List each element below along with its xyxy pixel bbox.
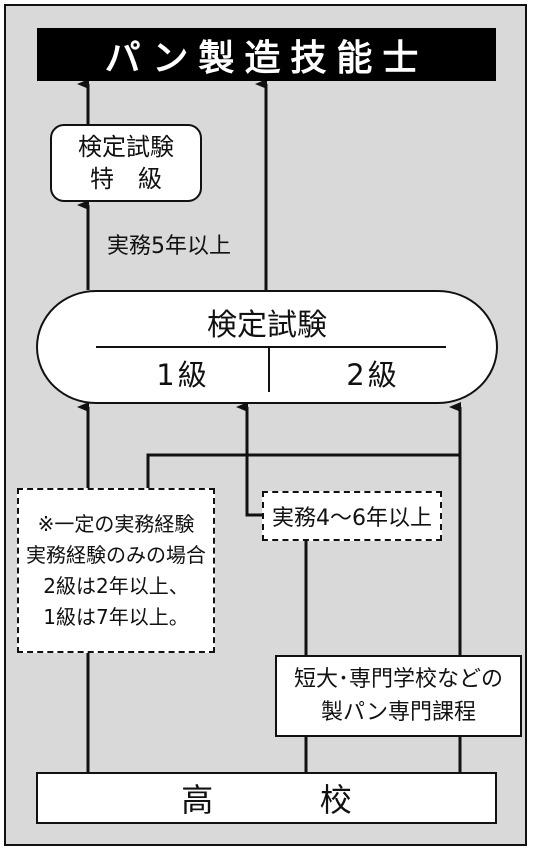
- exam-divider-vertical: [268, 348, 270, 392]
- college-box: 短大･専門学校などの 製パン専門課程: [275, 655, 522, 737]
- experience-4-6-years-box: 実務4〜6年以上: [262, 491, 442, 541]
- line-note-connector: [146, 453, 460, 488]
- note-line1: ※一定の実務経験: [37, 511, 195, 536]
- experience-5-years-label: 実務5年以上: [107, 234, 231, 259]
- high-school-box: 高 校: [36, 772, 497, 824]
- grade-1-label: 1級: [156, 358, 210, 392]
- title-text: パン製造技能士: [104, 37, 429, 79]
- experience-note-box: ※一定の実務経験 実務経験のみの場合 2級は2年以上、 1級は7年以上。: [17, 488, 215, 653]
- arrow-exp46-to-exam: [236, 402, 262, 517]
- exam-divider-horizontal: [96, 346, 446, 348]
- tokkyu-exam-box: 検定試験 特 級: [50, 124, 202, 202]
- main-exam-box: 検定試験 1級 2級: [36, 290, 498, 404]
- main-exam-title: 検定試験: [207, 308, 327, 343]
- high-school-right-char: 校: [319, 781, 352, 819]
- title-box: パン製造技能士: [37, 28, 496, 81]
- tokkyu-exam-line2: 特 級: [90, 165, 162, 193]
- experience-4-6-years-label: 実務4〜6年以上: [272, 506, 432, 531]
- college-line2: 製パン専門課程: [320, 700, 477, 725]
- note-line3: 2級は2年以上、: [43, 573, 189, 598]
- high-school-left-char: 高: [181, 781, 214, 819]
- tokkyu-exam-line1: 検定試験: [78, 133, 174, 161]
- note-line4: 1級は7年以上。: [43, 604, 189, 629]
- note-line2: 実務経験のみの場合: [26, 542, 206, 567]
- grade-2-label: 2級: [346, 358, 400, 392]
- college-line1: 短大･専門学校などの: [293, 667, 503, 692]
